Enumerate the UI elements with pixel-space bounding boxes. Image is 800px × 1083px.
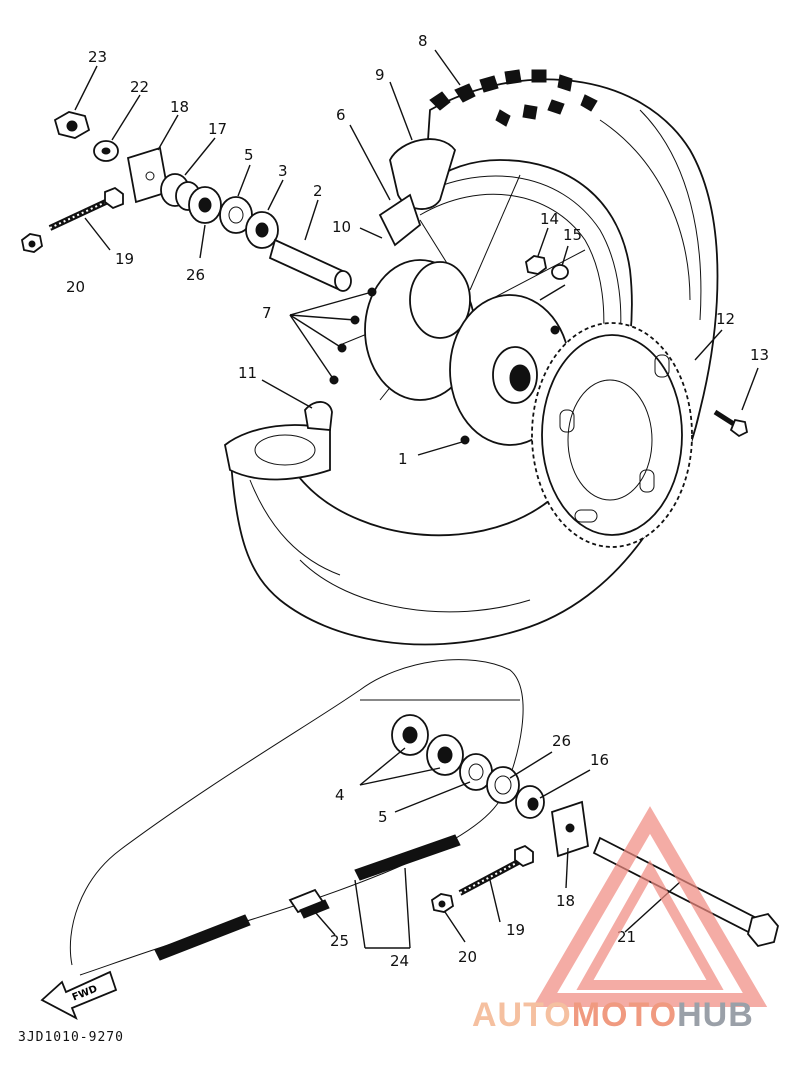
- callout-12: 12: [716, 310, 735, 328]
- callout-6: 6: [336, 106, 346, 124]
- brake-plate: [224, 401, 333, 481]
- left-axle-parts: [21, 111, 749, 438]
- callout-8: 8: [418, 32, 428, 50]
- right-axle-parts: [391, 714, 779, 948]
- callout-1: 1: [398, 450, 408, 468]
- rim-band-and-valve: [378, 138, 456, 247]
- watermark-auto: AUTO: [472, 996, 572, 1034]
- callout-7: 7: [262, 304, 272, 322]
- forward-arrow: FWD: [40, 970, 118, 1020]
- callout-25: 25: [330, 932, 349, 950]
- watermark-moto: MOTO: [571, 996, 678, 1034]
- rear-sprocket: [531, 322, 693, 548]
- callout-24: 24: [390, 952, 409, 970]
- callout-19: 19: [115, 250, 134, 268]
- drive-chain: [69, 659, 524, 976]
- callout-20-lower: 20: [458, 948, 477, 966]
- watermark-hub: HUB: [677, 996, 754, 1034]
- callout-16: 16: [590, 751, 609, 769]
- callout-22: 22: [130, 78, 149, 96]
- callout-17: 17: [208, 120, 227, 138]
- callout-2: 2: [313, 182, 323, 200]
- callout-18: 18: [170, 98, 189, 116]
- callout-9: 9: [375, 66, 385, 84]
- watermark-text: AUTOMOTOHUB: [472, 996, 754, 1035]
- callout-26-lower: 26: [552, 732, 571, 750]
- document-code: 3JD1010-9270: [18, 1030, 124, 1045]
- leader-lines: [74, 49, 759, 949]
- callout-19-lower: 19: [506, 921, 525, 939]
- callout-15: 15: [563, 226, 582, 244]
- callout-18-lower: 18: [556, 892, 575, 910]
- callout-14: 14: [540, 210, 559, 228]
- callout-10: 10: [332, 218, 351, 236]
- callout-5-lower: 5: [378, 808, 388, 826]
- callout-3: 3: [278, 162, 288, 180]
- callout-23: 23: [88, 48, 107, 66]
- callout-21: 21: [617, 928, 636, 946]
- callout-5: 5: [244, 146, 254, 164]
- callout-11: 11: [238, 364, 257, 382]
- callout-13: 13: [750, 346, 769, 364]
- watermark-logo: [532, 806, 768, 1007]
- callout-26: 26: [186, 266, 205, 284]
- callout-numbers: 23 22 18 17 5 3 2 26 19 20 8 9 6 10 14 1…: [66, 32, 769, 970]
- callout-4: 4: [335, 786, 345, 804]
- callout-20: 20: [66, 278, 85, 296]
